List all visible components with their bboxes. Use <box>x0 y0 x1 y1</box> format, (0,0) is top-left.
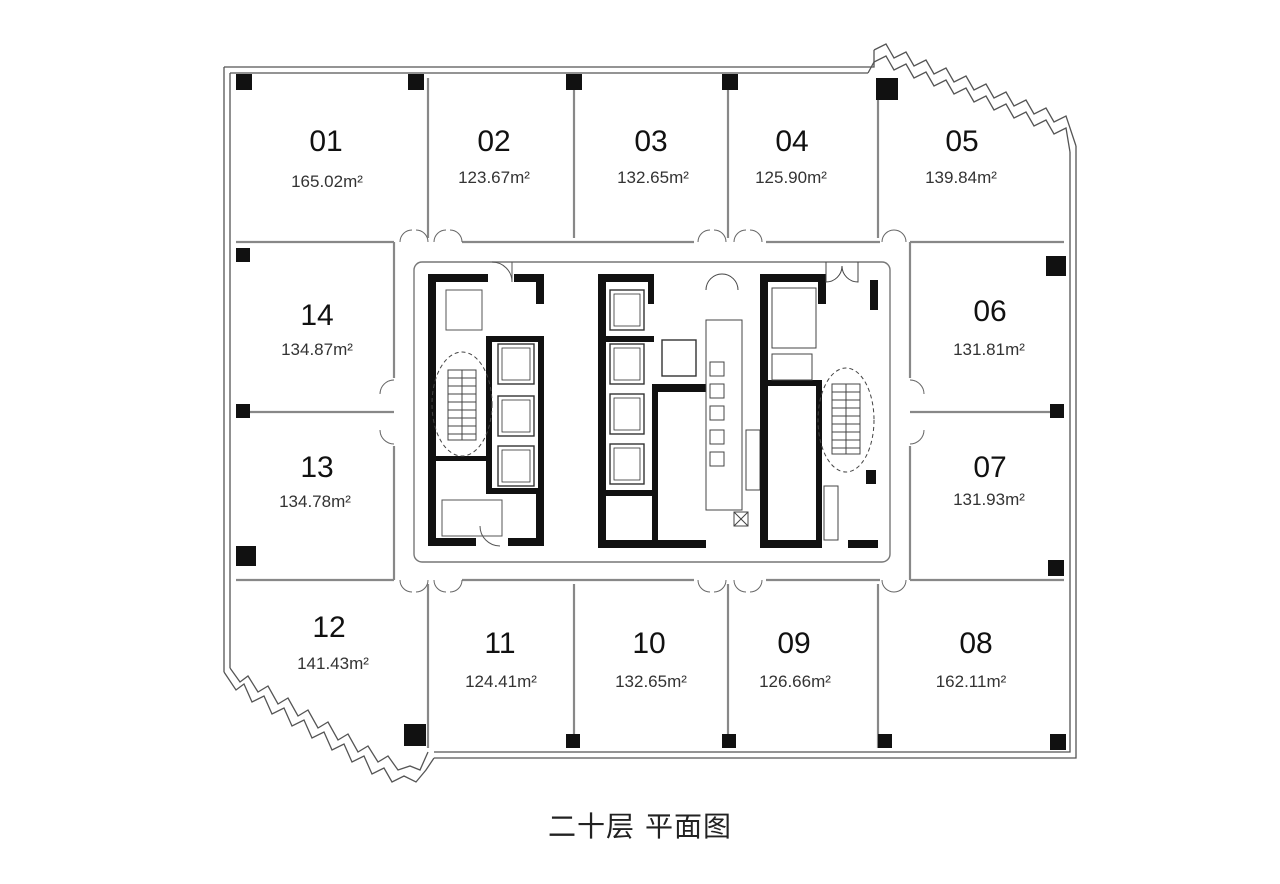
unit-area-unit: m² <box>510 168 530 187</box>
unit-area: 162.11m² <box>896 672 1046 692</box>
unit-area-value: 124.41 <box>465 672 518 691</box>
building-outline <box>223 43 1077 783</box>
unit-area-value: 139.84 <box>925 168 978 187</box>
unit-number: 04 <box>775 125 809 158</box>
unit-number: 05 <box>945 125 979 158</box>
unit-area: 134.78m² <box>240 492 390 512</box>
unit-number: 12 <box>312 611 346 644</box>
elevator-shafts-middle <box>609 289 697 485</box>
unit-area: 141.43m² <box>258 654 408 674</box>
unit-number: 10 <box>632 627 666 660</box>
unit-area: 132.65m² <box>576 672 726 692</box>
unit-number: 14 <box>300 299 334 332</box>
unit-number: 13 <box>300 451 334 484</box>
corridor-doors <box>379 229 925 593</box>
unit-area-unit: m² <box>986 672 1007 691</box>
unit-area-unit: m² <box>669 168 689 187</box>
unit-area-value: 132.65 <box>617 168 670 187</box>
unit-area-value: 134.87 <box>281 340 334 359</box>
unit-area-value: 141.43 <box>297 654 350 673</box>
unit-area: 132.65m² <box>578 168 728 188</box>
stairwell-right <box>771 262 875 541</box>
unit-number: 07 <box>973 451 1007 484</box>
core-block-right <box>760 262 878 548</box>
unit-area-unit: m² <box>977 168 997 187</box>
unit-area-unit: m² <box>1005 340 1025 359</box>
unit-area: 123.67m² <box>419 168 569 188</box>
unit-area-unit: m² <box>517 672 537 691</box>
unit-area-unit: m² <box>1005 490 1025 509</box>
unit-number: 09 <box>777 627 811 660</box>
unit-area-unit: m² <box>349 654 369 673</box>
unit-area-unit: m² <box>811 672 831 691</box>
restrooms <box>705 273 761 527</box>
unit-area-unit: m² <box>333 340 353 359</box>
unit-area-value: 125.90 <box>755 168 808 187</box>
unit-number: 02 <box>477 125 511 158</box>
unit-number: 03 <box>634 125 668 158</box>
building-core <box>413 261 891 563</box>
unit-area: 131.81m² <box>914 340 1064 360</box>
unit-area-unit: m² <box>807 168 827 187</box>
unit-area-value: 131.81 <box>953 340 1006 359</box>
unit-number: 11 <box>484 627 516 660</box>
unit-area-value: 165.02 <box>291 172 344 191</box>
unit-area: 126.66m² <box>720 672 870 692</box>
core-block-left <box>428 261 544 547</box>
core-block-middle <box>598 273 761 548</box>
partition-walls <box>236 78 1064 748</box>
unit-number: 06 <box>973 295 1007 328</box>
curtain-wall-north-east <box>873 43 1077 147</box>
unit-area: 131.93m² <box>914 490 1064 510</box>
curtain-wall-south-west <box>223 671 435 783</box>
unit-area: 139.84m² <box>886 168 1036 188</box>
unit-area-unit: m² <box>667 672 687 691</box>
unit-number: 01 <box>309 125 343 158</box>
rooms-left <box>441 261 513 547</box>
unit-area: 134.87m² <box>242 340 392 360</box>
unit-area: 165.02m² <box>252 172 402 192</box>
unit-area-value: 131.93 <box>953 490 1006 509</box>
unit-area-value: 132.65 <box>615 672 668 691</box>
elevator-shafts-left <box>497 343 535 487</box>
stairwell-left <box>431 351 493 457</box>
structural-columns <box>236 74 1066 750</box>
unit-area-value: 123.67 <box>458 168 511 187</box>
unit-number: 08 <box>959 627 993 660</box>
unit-area-value: 134.78 <box>279 492 332 511</box>
plan-caption: 二十层 平面图 <box>548 810 732 843</box>
unit-area-value: 162.11 <box>935 672 987 691</box>
unit-area: 124.41m² <box>426 672 576 692</box>
unit-area-unit: m² <box>343 172 363 191</box>
unit-area: 125.90m² <box>716 168 866 188</box>
unit-area-value: 126.66 <box>759 672 812 691</box>
unit-area-unit: m² <box>331 492 351 511</box>
